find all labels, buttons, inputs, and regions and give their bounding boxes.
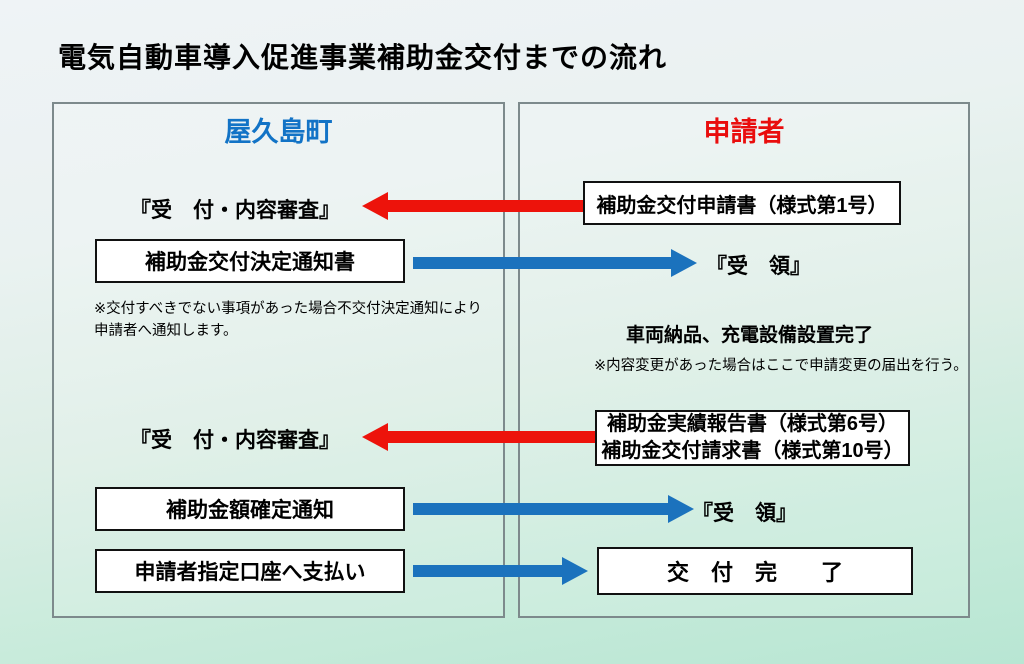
arrow-shaft — [413, 503, 670, 515]
label-review-1: 『受 付・内容審査』 — [130, 199, 340, 222]
box-report-line1: 補助金実績報告書（様式第6号） — [606, 413, 899, 435]
panel-applicant-header: 申請者 — [703, 117, 785, 147]
arrow-right-head — [668, 495, 694, 523]
box-report: 補助金実績報告書（様式第6号） 補助金交付請求書（様式第10号） — [595, 410, 910, 466]
arrow-right-head — [562, 557, 588, 585]
box-application: 補助金交付申請書（様式第1号） — [583, 181, 901, 225]
arrow-left-head — [362, 192, 388, 220]
box-amount-notice-label: 補助金額確定通知 — [166, 499, 334, 522]
note-non-grant-line1: ※交付すべきでない事項があった場合不交付決定通知により — [94, 301, 482, 317]
box-payment-label: 申請者指定口座へ支払い — [134, 561, 366, 584]
arrow-shaft — [413, 565, 564, 577]
arrow-right-head — [671, 249, 697, 277]
arrow-application-to-review — [362, 192, 583, 220]
page-title: 電気自動車導入促進事業補助金交付までの流れ — [58, 42, 668, 73]
box-application-label: 補助金交付申請書（様式第1号） — [596, 194, 888, 217]
arrow-report-to-review — [362, 423, 595, 451]
arrow-shaft — [386, 200, 583, 212]
note-non-grant-line2: 申請者へ通知します。 — [94, 322, 238, 339]
box-decision-notice-label: 補助金交付決定通知書 — [145, 251, 355, 274]
box-amount-notice: 補助金額確定通知 — [95, 487, 405, 531]
box-payment: 申請者指定口座へ支払い — [95, 549, 405, 593]
arrow-shaft — [413, 257, 673, 269]
box-complete: 交 付 完 了 — [597, 547, 913, 595]
box-report-line2: 補助金交付請求書（様式第10号） — [601, 440, 904, 462]
arrow-shaft — [386, 431, 595, 443]
label-receipt-2: 『受 領』 — [692, 502, 797, 525]
arrow-amount-to-receipt — [413, 495, 694, 523]
panel-town — [52, 102, 505, 618]
note-non-grant: ※交付すべきでない事項があった場合不交付決定通知により 申請者へ通知します。 — [94, 299, 482, 343]
box-complete-label: 交 付 完 了 — [666, 560, 843, 585]
box-decision-notice: 補助金交付決定通知書 — [95, 239, 405, 283]
status-completion: 車両納品、充電設備設置完了 — [626, 325, 874, 346]
note-change: ※内容変更があった場合はここで申請変更の届出を行う。 — [594, 358, 968, 374]
label-review-2: 『受 付・内容審査』 — [130, 429, 340, 452]
arrow-payment-to-complete — [413, 557, 588, 585]
arrow-left-head — [362, 423, 388, 451]
label-receipt-1: 『受 領』 — [706, 255, 811, 278]
panel-town-header: 屋久島町 — [224, 117, 333, 147]
arrow-decision-to-receipt — [413, 249, 697, 277]
